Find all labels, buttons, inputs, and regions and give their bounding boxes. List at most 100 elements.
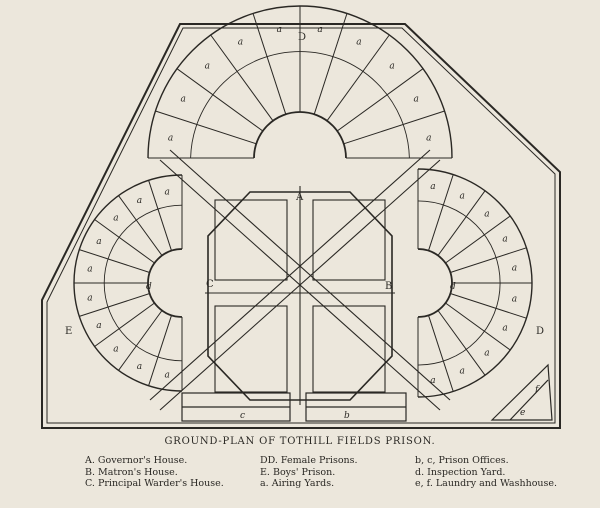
offices-and-laundry: [181, 363, 553, 422]
label-airing-yard: a: [205, 62, 210, 72]
yard-wall: [437, 310, 486, 376]
inspection-yard-wall: [147, 248, 183, 318]
yard-wall: [210, 34, 274, 122]
label-e: E: [65, 326, 72, 337]
label-airing-yard: a: [238, 38, 243, 48]
label-airing-yard: a: [165, 371, 170, 381]
airing-yard-ne: [312, 199, 386, 281]
inspection-yard-wall: [253, 111, 347, 159]
legend-column-1: A. Governor's House. B. Matron's House. …: [85, 455, 224, 490]
legend-entry: a. Airing Yards.: [260, 478, 335, 489]
boundary-walls: [41, 23, 561, 429]
yard-wall: [326, 34, 390, 122]
label-airing-yard: a: [96, 237, 101, 247]
label-airing-yard: a: [87, 294, 92, 304]
label-d-top: D: [298, 32, 306, 43]
yard-wall: [79, 293, 150, 317]
label-d-right: D: [536, 326, 544, 337]
yard-wall: [79, 249, 150, 273]
legend-column-2: DD. Female Prisons. E. Boys' Prison. a. …: [260, 455, 358, 490]
plan-caption: GROUND-PLAN OF TOTHILL FIELDS PRISON.: [164, 436, 436, 447]
legend-entry: A. Governor's House.: [85, 455, 188, 466]
label-e-laundry: e: [520, 408, 525, 418]
label-airing-yard: a: [181, 95, 186, 105]
label-airing-yard: a: [113, 345, 118, 355]
yard-wall: [148, 315, 172, 386]
label-airing-yard: a: [137, 362, 142, 372]
label-airing-yard: a: [277, 25, 282, 35]
yard-wall: [94, 302, 155, 347]
label-f: f: [534, 385, 540, 395]
inspection-yard-wall: [417, 248, 453, 318]
legend-column-3: b, c, Prison Offices. d. Inspection Yard…: [415, 455, 557, 490]
yard-wall: [450, 293, 527, 319]
central-yards: [149, 149, 451, 411]
airing-yard-sw: [214, 305, 288, 393]
label-c-office: c: [240, 411, 245, 421]
yard-wall: [445, 302, 511, 351]
label-airing-yard: a: [87, 265, 92, 275]
label-airing-yard: a: [137, 196, 142, 206]
label-airing-yard: a: [426, 134, 431, 144]
label-airing-yard: a: [430, 182, 435, 192]
laundry-divider: [509, 379, 549, 421]
legend-entry: DD. Female Prisons.: [260, 455, 358, 466]
inner-boundary-wall: [46, 27, 556, 424]
diagonal-path: [169, 149, 451, 401]
yard-wall: [336, 68, 424, 132]
boys-prison-wing-left: a a a a a a a a a a: [73, 174, 183, 392]
plan-legend: A. Governor's House. B. Matron's House. …: [0, 455, 600, 505]
yard-wall: [118, 310, 163, 371]
label-airing-yard: a: [460, 192, 465, 202]
label-airing-yard: a: [430, 376, 435, 386]
legend-entry: E. Boys' Prison.: [260, 466, 336, 478]
laundry-building: [490, 363, 553, 421]
plan-labels: D E D A C B d d c b f e: [65, 32, 544, 421]
yard-wall: [94, 219, 155, 264]
yard-wall: [445, 215, 511, 264]
female-prison-wing-right: a a a a a a a a a a: [417, 168, 533, 398]
label-airing-yard: a: [460, 366, 465, 376]
outer-boundary-wall: [41, 23, 561, 429]
central-courtyard: [207, 191, 393, 401]
label-airing-yard: a: [96, 321, 101, 331]
label-airing-yard: a: [512, 294, 517, 304]
legend-entry: C. Principal Warder's House.: [85, 478, 224, 489]
label-airing-yard: a: [165, 187, 170, 197]
airing-yard-se: [312, 305, 386, 393]
yard-wall: [313, 13, 348, 115]
label-airing-yard: a: [484, 348, 489, 358]
diagonal-path: [149, 149, 431, 401]
legend-entry: b, c, Prison Offices.: [415, 455, 509, 466]
yard-wall: [155, 110, 257, 145]
label-airing-yard: a: [168, 134, 173, 144]
label-airing-yard: a: [512, 264, 517, 274]
legend-entry: d. Inspection Yard.: [415, 466, 506, 478]
yard-wall: [148, 180, 172, 251]
label-d-left-yard: d: [146, 282, 152, 292]
label-c-center: C: [206, 279, 214, 290]
label-airing-yard: a: [484, 210, 489, 220]
legend-entry: B. Matron's House.: [85, 466, 178, 478]
yard-wall: [450, 247, 527, 273]
label-d-right-yard: d: [450, 282, 456, 292]
yard-wall: [343, 110, 445, 145]
yard-wall: [252, 13, 287, 115]
yard-wall: [428, 174, 454, 251]
label-b-office: b: [344, 411, 350, 421]
label-airing-yard: a: [113, 213, 118, 223]
yard-wall: [176, 68, 264, 132]
label-airing-yard: a: [389, 62, 394, 72]
label-airing-yard: a: [317, 25, 322, 35]
label-airing-yard: a: [414, 95, 419, 105]
yard-wall: [428, 315, 454, 392]
airing-yard-nw: [214, 199, 288, 281]
label-a-center: A: [295, 192, 304, 203]
label-airing-yard: a: [502, 324, 507, 334]
label-b-center: B: [385, 281, 392, 292]
legend-entry: e, f. Laundry and Washhouse.: [415, 478, 558, 489]
label-airing-yard: a: [502, 235, 507, 245]
